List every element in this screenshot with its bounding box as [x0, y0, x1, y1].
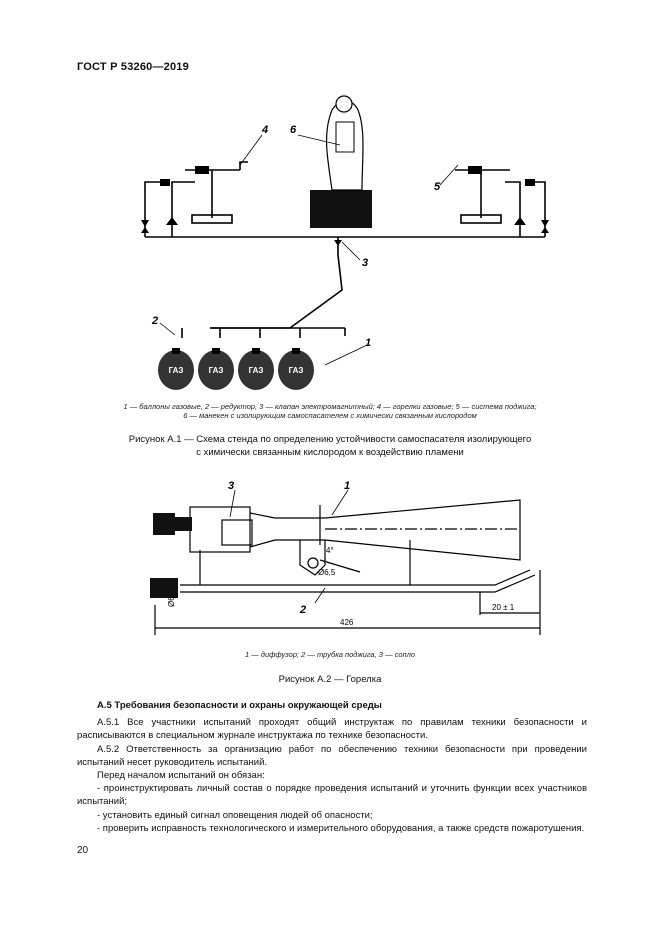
gas-cylinders — [158, 348, 314, 390]
dim-diameter: Ø6,5 — [318, 568, 336, 577]
label-5: 5 — [434, 181, 441, 193]
paragraph-a5-2: А.5.2 Ответственность за организацию раб… — [77, 743, 587, 768]
label-4: 4 — [261, 124, 268, 136]
figure-a1-title: Рисунок А.1 — Схема стенда по определени… — [60, 433, 600, 459]
list-item-instruct: - проинструктировать личный состав о пор… — [77, 783, 587, 808]
mannequin-base — [310, 190, 372, 228]
title-line-1: Рисунок А.1 — Схема стенда по определени… — [128, 434, 532, 445]
legend-line-2: 6 — манекен с изолирующим самоспасателем… — [183, 411, 477, 420]
figure-a2-legend: 1 — диффузор; 2 — трубка поджига, 3 — со… — [244, 650, 416, 659]
label-6: 6 — [290, 124, 297, 136]
dim-length: 426 — [340, 618, 354, 627]
dim-tube: Ø6 — [167, 596, 176, 607]
figure-a1-legend: 1 — баллоны газовые, 2 — редуктор, 3 — к… — [60, 402, 600, 420]
section-a5: А.5 Требования безопасности и охраны окр… — [77, 699, 587, 835]
dim-angle: 4° — [326, 546, 334, 555]
fig2-label-3: 3 — [228, 480, 234, 492]
section-heading: А.5 Требования безопасности и охраны окр… — [97, 700, 382, 711]
legend-line-1: 1 — баллоны газовые, 2 — редуктор, 3 — к… — [123, 402, 537, 411]
cylinder-label: ГАЗ — [169, 366, 184, 375]
paragraph-a5-1: А.5.1 Все участники испытаний проходят о… — [77, 717, 587, 742]
dim-offset: 20 ± 1 — [492, 603, 515, 612]
page-number: 20 — [77, 845, 89, 856]
list-item-check: - проверить исправность технологического… — [97, 822, 585, 834]
figure-a1-diagram: ГАЗ ГАЗ ГАЗ ГАЗ 4 6 5 3 2 1 — [141, 95, 549, 390]
list-item-signal: - установить единый сигнал оповещения лю… — [97, 809, 373, 821]
label-3: 3 — [362, 257, 368, 269]
figure-a2-title: Рисунок А.2 — Горелка — [278, 674, 382, 685]
cylinder-label: ГАЗ — [289, 366, 304, 375]
cylinder-label: ГАЗ — [249, 366, 264, 375]
figure-a2-burner: 3 1 2 4° Ø6,5 Ø6 20 ± 1 426 — [150, 480, 541, 635]
fig2-label-2: 2 — [299, 604, 306, 616]
paragraph-intro: Перед началом испытаний он обязан: — [97, 770, 265, 782]
fig2-label-1: 1 — [344, 480, 350, 492]
label-1: 1 — [365, 337, 371, 349]
cylinder-label: ГАЗ — [209, 366, 224, 375]
title-line-2: с химически связанным кислородом к возде… — [196, 447, 464, 458]
document-header: ГОСТ Р 53260—2019 — [77, 61, 189, 73]
label-2: 2 — [151, 315, 158, 327]
